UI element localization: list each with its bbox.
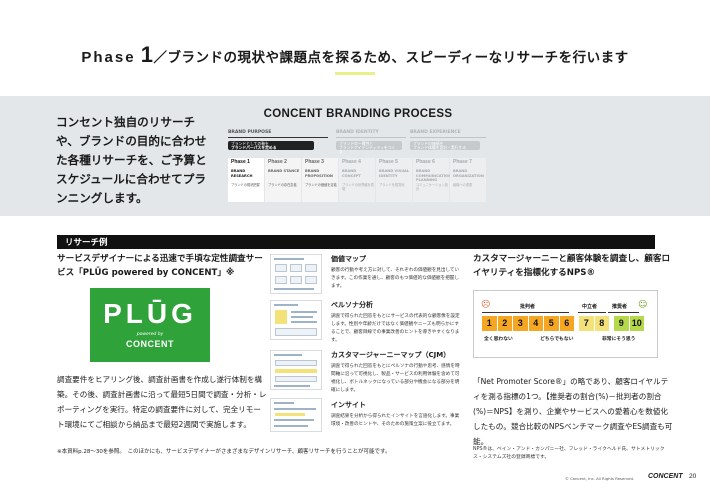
stage-label-purpose: BRAND PURPOSE	[228, 130, 272, 135]
persona-thumbnail	[270, 300, 322, 340]
method-title: インサイト	[331, 401, 366, 409]
sad-face-icon: ☹	[481, 300, 491, 310]
nps-trademark-note: NPS®は、ベイン・アンド・カンパニー社、フレッド・ライクヘルド氏、サトメトリッ…	[473, 447, 665, 460]
stage-pill-experience: ブランドの価値を ブランド体験を設計・実行する	[410, 141, 480, 150]
phase-word: Phase	[81, 49, 136, 66]
method-value-map: 価値マップ 顧客の行動や考え方に対して、それぞれの価値観を見出していきます。この…	[331, 254, 461, 291]
footnote: ※本資料p.28〜30を参照。 このほかにも、サービスデザイナーがさまざまなデザ…	[57, 449, 391, 455]
phase-box-1: Phase 1 BRAND RESEARCH ブランドの現状把握	[228, 158, 264, 202]
research-section-label: リサーチ例	[65, 238, 108, 248]
phase-number: 1	[140, 42, 154, 67]
process-title: CONCENT BRANDING PROCESS	[263, 108, 453, 120]
method-desc: 調査結果を分析から得られたインサイトを言語化します。事業環境・改善のヒントや、そ…	[331, 414, 460, 427]
plug-description: 調査要件をヒアリング後、調査計画書を作成し遂行体制を構築。その後、調査計画書に沿…	[57, 375, 267, 429]
stage-label-experience: BRAND EXPERIENCE	[410, 130, 461, 135]
footer-logo: CONCENT	[648, 473, 683, 480]
value-map-thumbnail	[270, 254, 322, 294]
stage-line-purpose	[228, 137, 328, 138]
stage-label-identity: BRAND IDENTITY	[336, 130, 379, 135]
nps-scale-cell: 9	[614, 316, 629, 331]
detractor-line	[482, 312, 569, 313]
stage-pill-identity: ブランドの一貫性と ブランドアイデンティティをつくる	[336, 141, 402, 153]
stage-line-experience	[410, 137, 486, 138]
promoter-label: 推奨者	[612, 304, 628, 310]
nps-scale-cell: 1	[482, 316, 497, 331]
nps-description: 「Net Promoter Score®」の略であり、顧客ロイヤルティを測る指標…	[473, 377, 673, 446]
passive-label: 中立者	[582, 304, 598, 310]
page-number: 20	[689, 473, 697, 480]
nps-title: カスタマージャーニーと顧客体験を調査し、顧客ロイヤリティを指標化するNPS®	[473, 254, 671, 278]
phase-box-7: Phase 7 BRAND ORGANIZATION 組織への浸透	[450, 158, 486, 202]
phase-box-6: Phase 6 BRAND COMMUNICATION PLANNING コミュ…	[413, 158, 451, 202]
nps-scale-cell: 10	[629, 316, 644, 331]
phase-box-4: Phase 4 BRAND CONCEPT ブランドの世界観を表現	[339, 158, 375, 202]
nps-scale-cell: 2	[497, 316, 512, 331]
customer-journey-map-thumbnail	[270, 350, 322, 390]
nps-scale-cell: 8	[594, 316, 609, 331]
stage-pill-purpose: ブランドとしての軸を ブランドパーパスを定める	[228, 141, 314, 150]
method-title: カスタマージャーニーマップ（CJM）	[331, 351, 451, 359]
nps-scale-cell: 7	[579, 316, 594, 331]
anchor-mid: どちらでもない	[540, 337, 574, 342]
method-insight: インサイト 調査結果を分析から得られたインサイトを言語化します。事業環境・改善の…	[331, 400, 461, 429]
title-accent-line	[335, 72, 375, 75]
method-title: 価値マップ	[331, 255, 366, 263]
page-title-text: ／ブランドの現状や課題点を探るため、スピーディーなリサーチを行います	[153, 50, 629, 66]
phase-box-3: Phase 3 BRAND PROPOSITION ブランドの価値を定義	[302, 158, 338, 202]
method-cjm: カスタマージャーニーマップ（CJM） 調査で得られた回答をもとにペルソナの行動や…	[331, 350, 461, 395]
anchor-low: 全く思わない	[484, 337, 513, 342]
happy-face-icon: ☺	[638, 300, 648, 310]
intro-text: コンセント独自のリサーチや、ブランドの目的に合わせた各種リサーチを、ご予算とスケ…	[56, 115, 207, 205]
plug-logo-brand: CONCENT	[126, 339, 174, 349]
method-persona: ペルソナ分析 調査で得られた回答をもとにサービスの代表的な顧客像を設定します。性…	[331, 300, 461, 345]
nps-scale-cell: 6	[559, 316, 574, 331]
branding-process-diagram: CONCENT BRANDING PROCESS BRAND PURPOSE ブ…	[228, 108, 488, 208]
anchor-high: 非常にそう思う	[602, 337, 636, 342]
promoter-line	[608, 312, 639, 313]
nps-scale-cell: 5	[544, 316, 559, 331]
stage-line-identity	[336, 137, 406, 138]
research-section-bar: リサーチ例	[57, 235, 655, 249]
detractor-label: 批判者	[520, 304, 536, 310]
plug-logo-wordmark: PLŪG	[103, 298, 197, 329]
nps-scale-cell: 3	[513, 316, 528, 331]
page-title: Phase 1／ブランドの現状や課題点を探るため、スピーディーなリサーチを行いま…	[0, 42, 710, 68]
copyright: © Concent, Inc. All Rights Reserved.	[565, 476, 635, 481]
method-desc: 調査で得られた回答をもとにペルソナの行動や思考、感情を時間軸に沿って可視化し、製…	[331, 364, 460, 393]
plug-title: サービスデザイナーによる迅速で手頃な定性調査サービス「PLŪG powered …	[57, 254, 263, 278]
plug-logo: PLŪG powered by CONCENT	[90, 288, 210, 362]
nps-scale-cell: 4	[528, 316, 543, 331]
insight-thumbnail	[270, 398, 322, 432]
phase-box-5: Phase 5 BRAND VISUAL IDENTITY ブランドを視覚化	[376, 158, 412, 202]
passive-line	[578, 312, 606, 313]
method-desc: 調査で得られた回答をもとにサービスの代表的な顧客像を設定します。性別や年齢だけで…	[331, 314, 460, 343]
method-desc: 顧客の行動や考え方に対して、それぞれの価値観を見出していきます。この作業を通し、…	[331, 268, 460, 289]
plug-logo-powered: powered by	[136, 332, 164, 337]
phase-box-2: Phase 2 BRAND STANCE ブランドの存在意義	[265, 158, 301, 202]
method-title: ペルソナ分析	[331, 301, 373, 309]
